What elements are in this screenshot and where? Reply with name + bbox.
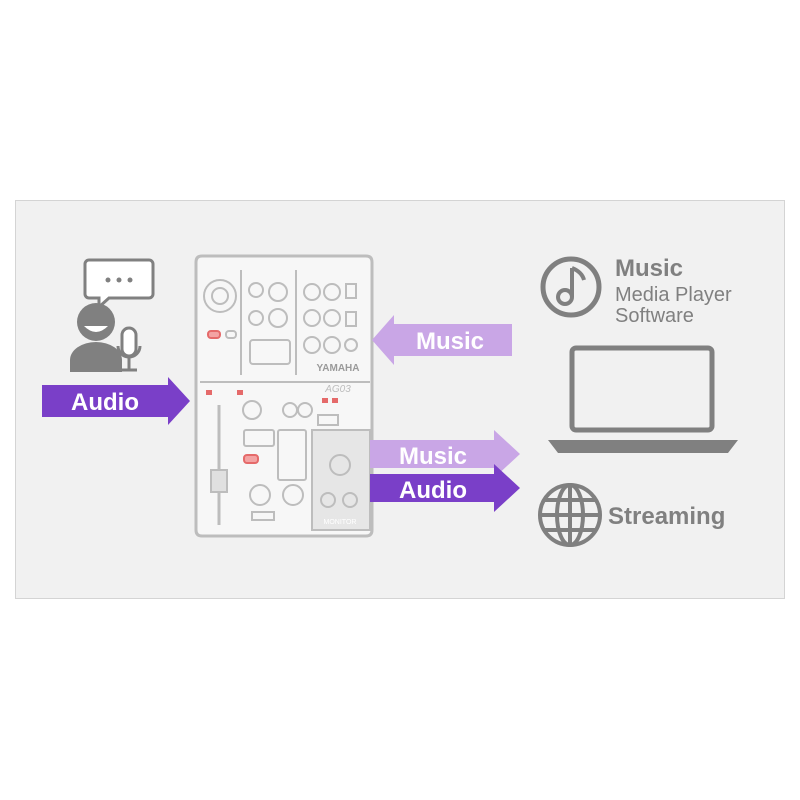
device-monitor-label: MONITOR (324, 519, 357, 526)
audio-output-arrow: Audio (370, 464, 520, 512)
microphone-icon (116, 326, 142, 372)
streaming-label: Streaming (608, 503, 725, 530)
audio-input-arrow: Audio (42, 377, 190, 425)
speech-bubble-icon (83, 258, 155, 311)
music-output-label: Music (399, 443, 467, 470)
music-software-line2: Software (615, 305, 694, 327)
music-software-line1: Media Player (615, 284, 732, 306)
laptop-icon (548, 345, 738, 453)
music-note-icon (540, 256, 602, 318)
music-software-title: Music (615, 255, 683, 282)
device-model: AG03 (324, 384, 351, 395)
music-input-label: Music (416, 328, 484, 355)
audio-input-label: Audio (71, 389, 139, 416)
music-input-arrow: Music (372, 315, 512, 365)
music-output-arrow: Music (370, 430, 520, 478)
device-brand: YAMAHA (317, 363, 360, 374)
globe-icon (538, 483, 602, 547)
mixer-device (194, 254, 374, 538)
speaker-person-icon (70, 258, 155, 372)
audio-output-label: Audio (399, 477, 467, 504)
